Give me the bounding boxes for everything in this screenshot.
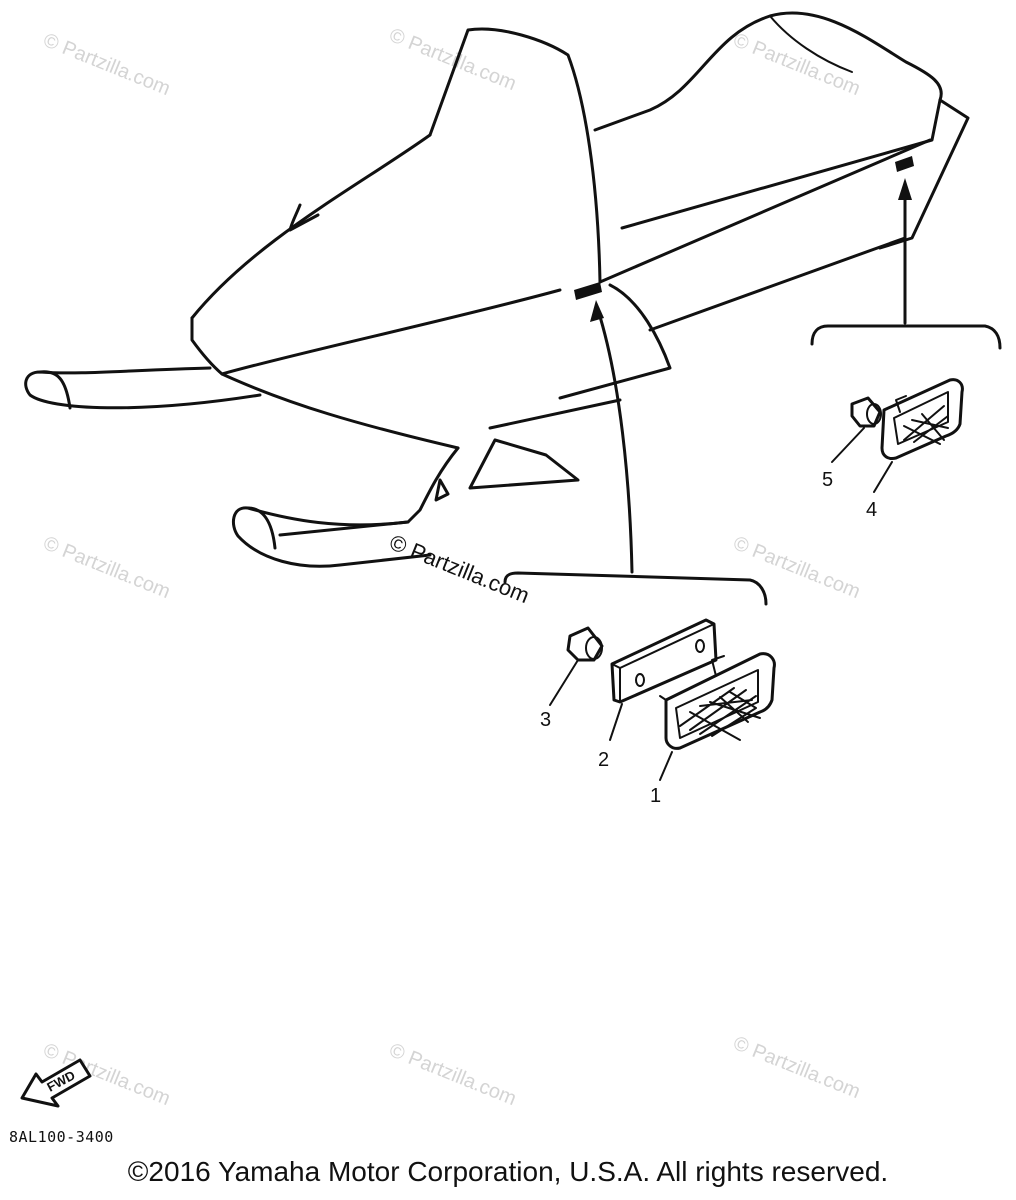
fwd-arrow-icon <box>20 1058 92 1108</box>
watermark: © Partzilla.com <box>730 532 863 603</box>
arrow-head-front <box>590 300 604 322</box>
callout-4: 4 <box>866 499 877 521</box>
fwd-arrow: FWD <box>20 1058 92 1108</box>
callout-2: 2 <box>598 749 609 771</box>
reflector-crosshatch <box>679 687 761 741</box>
seat-outline <box>593 11 943 230</box>
watermark: © Partzilla.com <box>386 1039 519 1110</box>
watermark: © Partzilla.com <box>40 29 173 100</box>
watermark: © Partzilla.com <box>730 29 863 100</box>
reflector-crosshatch <box>903 405 949 445</box>
belly-vent <box>468 438 580 490</box>
leader-lines <box>549 427 893 781</box>
hood-side <box>220 372 460 450</box>
watermark-center: © Partzilla.com <box>386 529 533 608</box>
part-4-reflector <box>880 378 964 460</box>
watermark: © Partzilla.com <box>386 24 519 95</box>
part-2-spacer <box>610 618 718 704</box>
copyright-notice: ©2016 Yamaha Motor Corporation, U.S.A. A… <box>127 1156 889 1187</box>
arrow-head-rear <box>898 178 912 200</box>
callouts: 1 2 3 4 5 <box>540 469 877 807</box>
side-panel-line <box>558 283 672 400</box>
seat-crease <box>769 15 853 73</box>
rear-ski <box>231 506 432 568</box>
belly-pan <box>278 446 460 537</box>
reflector-mount-mark-rear <box>895 156 914 172</box>
windshield <box>428 27 602 284</box>
front-ski-handle <box>38 370 72 410</box>
mounting-arrows <box>503 178 1002 606</box>
snowmobile-illustration <box>24 11 970 568</box>
rear-ski-handle <box>246 506 277 550</box>
watermark: © Partzilla.com <box>40 532 173 603</box>
part-1-reflector <box>659 652 776 750</box>
part-3-nut <box>566 626 604 662</box>
side-panel-line <box>648 236 907 332</box>
belly-vent <box>434 478 450 502</box>
callout-5: 5 <box>822 469 833 491</box>
body-line <box>488 398 622 430</box>
group-bracket-front <box>503 571 768 606</box>
arrow-line-front <box>596 308 634 574</box>
windshield-base <box>190 133 432 320</box>
group-bracket-rear <box>810 324 1002 350</box>
hood <box>190 288 562 376</box>
callout-1: 1 <box>650 785 661 807</box>
front-ski <box>24 366 262 410</box>
side-panel-line <box>598 138 932 284</box>
handlebar <box>288 203 320 232</box>
diagram-code: 8AL100-3400 <box>9 1128 114 1146</box>
tunnel-outline <box>878 98 970 250</box>
part-5-nut <box>850 396 882 428</box>
watermark: © Partzilla.com <box>730 1032 863 1103</box>
callout-3: 3 <box>540 709 551 731</box>
reflector-mount-mark-front <box>574 282 602 300</box>
